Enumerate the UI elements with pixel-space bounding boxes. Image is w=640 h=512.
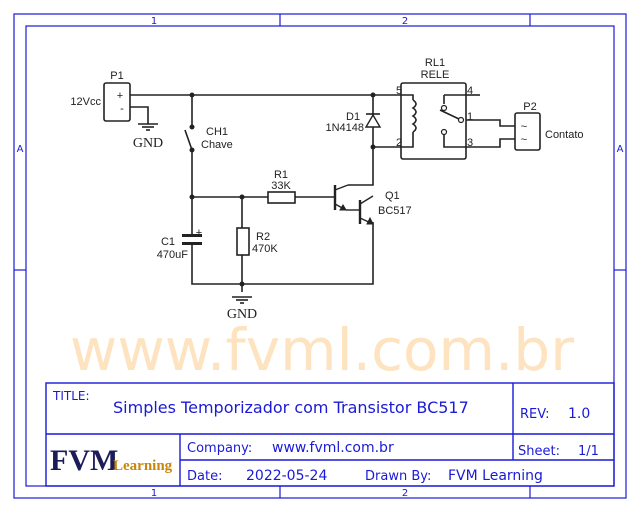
resistor-r1 xyxy=(267,191,296,204)
transistor-q1 xyxy=(333,184,374,225)
p1-connector xyxy=(103,82,131,122)
ground-icon xyxy=(138,123,158,131)
capacitor-c1 xyxy=(182,234,202,245)
row-label-a-left: A xyxy=(17,144,24,155)
p1-ref: P1 xyxy=(110,70,123,82)
title-block xyxy=(45,382,615,487)
junctions xyxy=(189,92,376,287)
gnd-label-2: GND xyxy=(227,307,257,322)
c1-plus: + xyxy=(196,227,202,239)
gnd-label-1: GND xyxy=(133,136,163,151)
rl1-value: RELE xyxy=(421,69,450,81)
c1-ref: C1 xyxy=(161,236,175,248)
column-label-2-bottom: 2 xyxy=(402,488,408,499)
p1-plus: + xyxy=(117,90,123,102)
ch1-value: Chave xyxy=(201,139,233,151)
rl1-pin-1: 1 xyxy=(467,111,473,123)
rev-value: 1.0 xyxy=(568,406,590,422)
p2-pin-1-symbol: ~ xyxy=(521,121,527,133)
column-label-1-top: 1 xyxy=(151,16,157,27)
d1-ref: D1 xyxy=(346,111,360,123)
sheet-label: Sheet: xyxy=(518,444,560,459)
diode-d1 xyxy=(364,113,382,128)
sheet-frame xyxy=(13,13,627,499)
date-label: Date: xyxy=(187,469,222,484)
q1-ref: Q1 xyxy=(385,190,400,202)
switch-ch1 xyxy=(184,124,195,153)
r2-ref: R2 xyxy=(256,231,270,243)
svg-text:FVM: FVM xyxy=(50,444,118,477)
row-label-a-right: A xyxy=(617,144,624,155)
r1-ref: R1 xyxy=(274,169,288,181)
d1-value: 1N4148 xyxy=(325,122,364,134)
p2-ref: P2 xyxy=(523,101,536,113)
c1-value: 470uF xyxy=(157,249,188,261)
p2-pin-2-symbol: ~ xyxy=(521,134,527,146)
ch1-ref: CH1 xyxy=(206,126,228,138)
relay-rl1 xyxy=(400,82,467,160)
q1-value: BC517 xyxy=(378,205,412,217)
rl1-pin-2: 2 xyxy=(396,137,402,149)
sheet-value: 1/1 xyxy=(578,444,599,459)
rev-label: REV: xyxy=(520,407,549,422)
r1-value: 33K xyxy=(271,180,291,192)
date-value: 2022-05-24 xyxy=(246,468,327,484)
p1-value: 12Vcc xyxy=(70,96,101,108)
rl1-pin-3: 3 xyxy=(467,137,473,149)
title-value: Simples Temporizador com Transistor BC51… xyxy=(113,398,469,417)
drawn-by-label: Drawn By: xyxy=(365,469,431,484)
p2-value: Contato xyxy=(545,129,584,141)
resistor-r2 xyxy=(236,227,250,256)
column-label-2-top: 2 xyxy=(402,16,408,27)
p2-connector xyxy=(514,112,541,151)
company-label: Company: xyxy=(187,441,252,456)
wires xyxy=(130,94,515,292)
rl1-ref: RL1 xyxy=(425,57,445,69)
title-label: TITLE: xyxy=(52,389,90,403)
ground-icon xyxy=(232,296,252,304)
p1-minus: - xyxy=(120,103,124,115)
watermark: www.fvml.com.br xyxy=(70,316,574,384)
svg-text:Learning: Learning xyxy=(113,458,173,474)
r2-value: 470K xyxy=(252,243,278,255)
rl1-pin-4: 4 xyxy=(467,85,473,97)
rl1-pin-5: 5 xyxy=(396,85,402,97)
column-label-1-bottom: 1 xyxy=(151,488,157,499)
company-value: www.fvml.com.br xyxy=(272,440,394,456)
drawn-by-value: FVM Learning xyxy=(448,468,543,484)
fvm-learning-logo: FVM Learning xyxy=(50,444,173,477)
